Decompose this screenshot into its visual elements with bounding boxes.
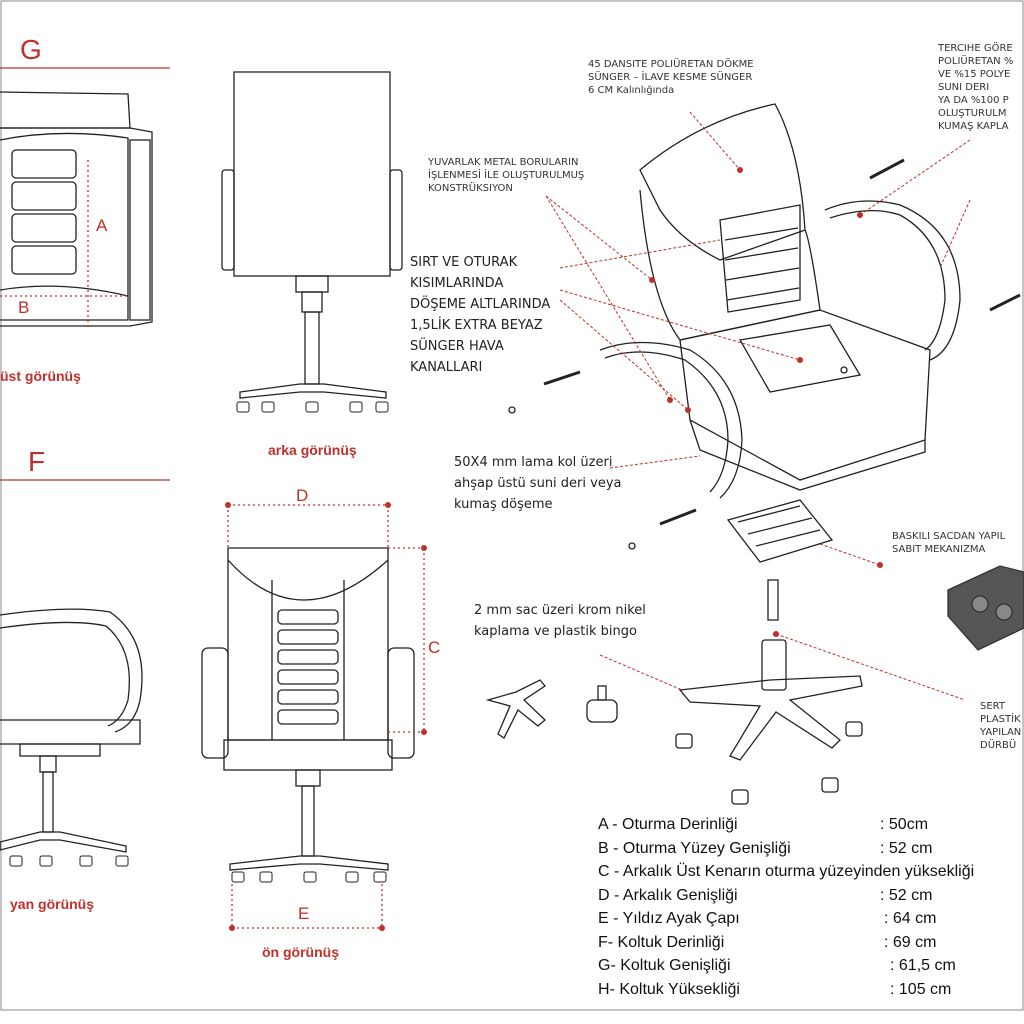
back-view-drawing bbox=[221, 71, 403, 413]
view-name-top: üst görünüş bbox=[0, 368, 81, 384]
view-name-back: arka görünüş bbox=[268, 442, 357, 458]
view-name-front: ön görünüş bbox=[262, 944, 339, 960]
dimension-c-label: C bbox=[428, 638, 441, 657]
spec-label: A - Oturma Derinliği bbox=[598, 816, 738, 833]
view-letter-f: F bbox=[28, 446, 46, 477]
spec-row: E - Yıldız Ayak Çapı : 64 cm bbox=[598, 910, 936, 930]
mechanism-photo bbox=[947, 565, 1024, 651]
spec-value: : 105 cm bbox=[890, 980, 952, 998]
dimension-b-label: B bbox=[18, 298, 30, 317]
spec-row: F- Koltuk Derinliği : 69 cm bbox=[598, 933, 936, 954]
dimension-d-label: D bbox=[296, 486, 309, 505]
spec-value: : 61,5 cm bbox=[890, 957, 956, 974]
exploded-chair-drawing bbox=[485, 103, 1021, 805]
spec-label: B - Oturma Yüzey Genişliği bbox=[598, 839, 791, 857]
view-name-side: yan görünüş bbox=[10, 896, 95, 912]
spec-label: C - Arkalık Üst Kenarın oturma yüzeyinde… bbox=[598, 863, 975, 880]
spec-row: C - Arkalık Üst Kenarın oturma yüzeyinde… bbox=[598, 863, 974, 883]
spec-label: F- Koltuk Derinliği bbox=[598, 933, 725, 951]
spec-label: G- Koltuk Genişliği bbox=[598, 957, 731, 974]
dimension-e-label: E bbox=[298, 904, 310, 923]
front-view-drawing bbox=[201, 547, 415, 883]
spec-row: G- Koltuk Genişliği : 61,5 cm bbox=[598, 957, 956, 977]
spec-value: : 69 cm bbox=[884, 933, 937, 951]
spec-value: : 52 cm bbox=[880, 839, 933, 857]
spec-row: H- Koltuk Yüksekliği : 105 cm bbox=[598, 980, 951, 1001]
view-letter-g: G bbox=[20, 34, 42, 65]
spec-row: D - Arkalık Genişliği : 52 cm bbox=[598, 886, 932, 907]
spec-label: H- Koltuk Yüksekliği bbox=[598, 980, 740, 998]
dimension-a-label: A bbox=[96, 216, 108, 235]
spec-label: D - Arkalık Genişliği bbox=[598, 886, 738, 904]
spec-row: B - Oturma Yüzey Genişliği : 52 cm bbox=[598, 839, 932, 860]
spec-value: : 64 cm bbox=[884, 910, 937, 927]
top-view-drawing bbox=[0, 91, 153, 330]
side-view-drawing bbox=[0, 608, 143, 867]
spec-value: : 50cm bbox=[880, 816, 929, 833]
spec-label: E - Yıldız Ayak Çapı bbox=[598, 910, 740, 927]
spec-row: A - Oturma Derinliği : 50cm bbox=[598, 816, 928, 836]
spec-value: : 52 cm bbox=[880, 886, 933, 904]
